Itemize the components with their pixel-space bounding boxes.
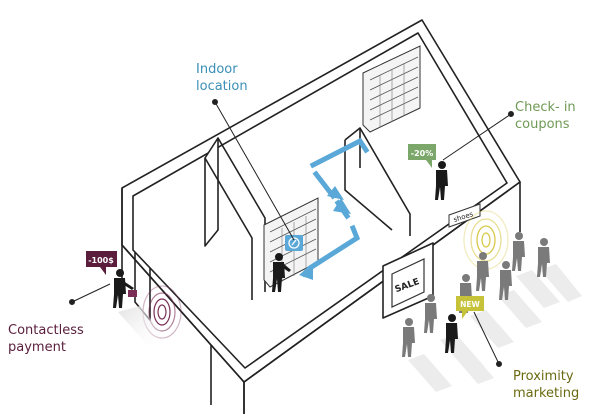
- card-reader-icon: [128, 290, 137, 297]
- person-outside-4: [476, 252, 489, 291]
- person-checkin-icon: [435, 161, 448, 200]
- indoor-location-line1: Indoor: [196, 62, 238, 77]
- check-in-coupons-line2: coupons: [515, 117, 570, 132]
- price-tag: -100$: [86, 251, 117, 275]
- contactless-payment-label: Contactless payment: [8, 322, 84, 356]
- proximity-marketing-label: Proximity marketing: [513, 368, 579, 402]
- coupon-tag-text: -20%: [411, 149, 433, 158]
- check-in-coupons-line1: Check- in: [515, 100, 576, 115]
- check-in-coupons-label: Check- in coupons: [515, 99, 576, 133]
- contactless-payment-line2: payment: [8, 340, 66, 355]
- indoor-location-label: Indoor location: [196, 61, 248, 95]
- person-outside-5: [499, 261, 512, 300]
- person-paying-icon: [113, 269, 134, 308]
- proximity-marketing-line1: Proximity: [513, 369, 574, 384]
- route-arrow-top: [309, 137, 370, 169]
- new-tag: NEW: [456, 296, 484, 319]
- shelf-unit-back: [362, 45, 421, 133]
- person-indoor-icon: [272, 253, 291, 292]
- crowd-outside: [402, 232, 582, 392]
- new-tag-text: NEW: [460, 300, 480, 309]
- proximity-marketing-line2: marketing: [513, 386, 580, 401]
- person-outside-6: [512, 232, 525, 271]
- price-tag-text: -100$: [88, 256, 114, 265]
- sale-sign: SALE: [391, 258, 425, 308]
- route-arrowheads: [299, 186, 351, 280]
- proximity-beacon-waves-yellow: [463, 210, 509, 270]
- person-proximity-icon: [445, 314, 458, 353]
- indoor-location-line2: location: [196, 79, 248, 94]
- person-outside-1: [402, 318, 415, 357]
- person-outside-2: [424, 294, 437, 333]
- location-pin-icon: [285, 235, 303, 251]
- leader-lines: [69, 99, 514, 367]
- person-outside-7: [537, 238, 550, 277]
- person-shadow: [118, 306, 168, 348]
- coupon-tag: -20%: [408, 144, 436, 168]
- contactless-payment-line1: Contactless: [8, 323, 84, 338]
